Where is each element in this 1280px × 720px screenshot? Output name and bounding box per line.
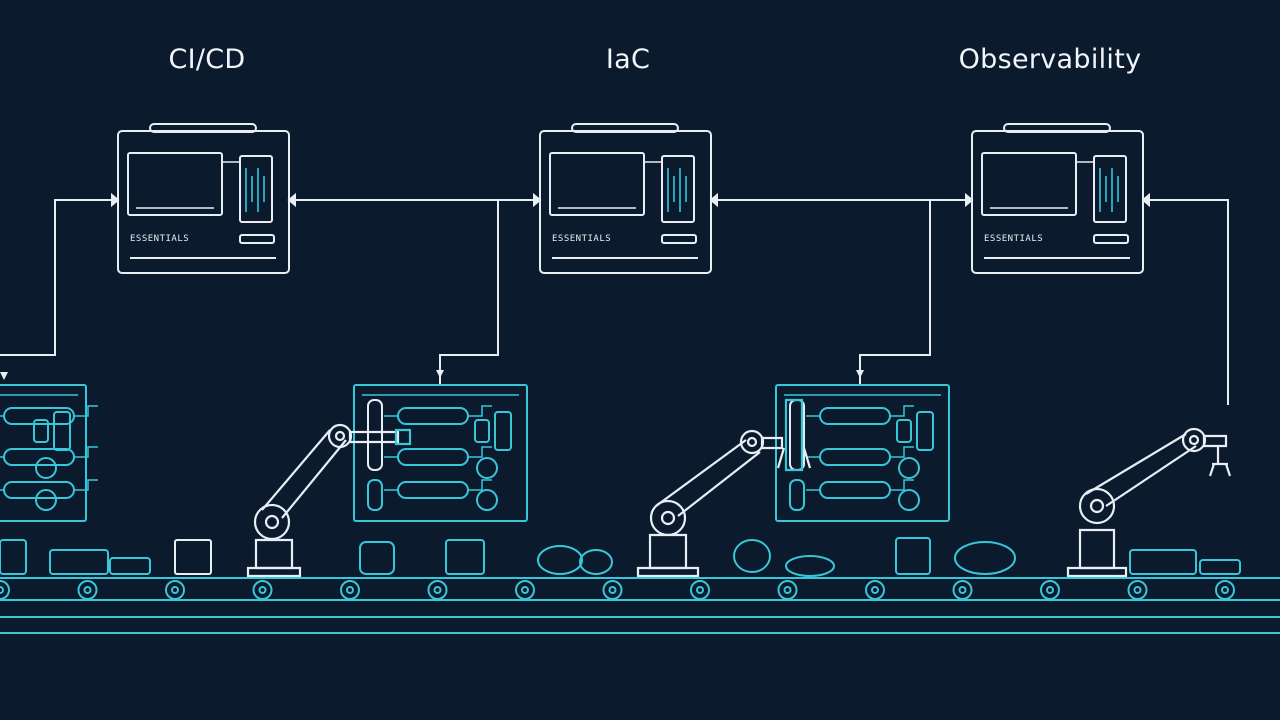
parcel-icon — [0, 539, 27, 575]
parcel-icon — [733, 539, 771, 573]
belt-roller — [952, 580, 973, 600]
monitor-panel-label: ESSENTIALS — [552, 234, 611, 244]
robot-arm-icon — [636, 398, 812, 578]
monitor-icon: ESSENTIALS — [965, 123, 1150, 274]
parcel-icon — [1199, 559, 1241, 575]
parcel-icon — [895, 537, 931, 575]
robot-arm-icon — [246, 423, 412, 578]
belt-roller — [165, 580, 185, 600]
belt-roller — [340, 580, 360, 600]
control-board-icon — [775, 384, 950, 522]
belt-roller — [1040, 580, 1060, 600]
parcel-icon — [1129, 549, 1197, 575]
belt-roller — [515, 580, 535, 600]
parcel-group — [0, 537, 1241, 577]
monitor-panel-label: ESSENTIALS — [130, 234, 189, 244]
parcel-icon — [109, 557, 151, 575]
connector-line — [1143, 199, 1229, 405]
belt-roller — [0, 580, 10, 600]
belt-roller — [252, 580, 273, 600]
connector-arrow-icon — [436, 370, 444, 378]
parcel-icon — [174, 539, 212, 575]
belt-roller — [1127, 580, 1148, 600]
parcel-icon — [49, 549, 109, 575]
connector-arrow-icon — [0, 372, 8, 380]
stage-title-cicd: CI/CD — [168, 44, 246, 75]
belt-roller — [777, 580, 798, 600]
belt-roller — [865, 580, 885, 600]
monitor-icon: ESSENTIALS — [111, 123, 296, 274]
monitor-panel-label: ESSENTIALS — [984, 234, 1043, 244]
connector-arrow-icon — [856, 370, 864, 378]
belt-roller — [427, 580, 448, 600]
connector-lines — [0, 199, 1229, 405]
stage-title-iac: IaC — [605, 44, 651, 75]
roller-group — [0, 580, 1235, 600]
robot-arm-icon — [1066, 427, 1232, 578]
belt-roller — [690, 580, 710, 600]
monitor-icon: ESSENTIALS — [533, 123, 718, 274]
parcel-icon — [785, 555, 835, 577]
connector-line — [859, 200, 931, 385]
monitor-group: ESSENTIALS ESSENTIALS ESSENTIALS — [111, 123, 1150, 274]
belt-roller — [1215, 580, 1235, 600]
control-board-icon — [0, 384, 98, 522]
parcel-icon — [579, 549, 613, 575]
robot-arm-group — [246, 398, 1232, 578]
belt-roller — [602, 580, 623, 600]
parcel-icon — [445, 539, 485, 575]
belt-roller — [77, 580, 98, 600]
control-board-icon — [353, 384, 528, 522]
parcel-icon — [954, 541, 1016, 575]
conveyor-belt-icon — [0, 577, 1280, 634]
connector-line — [0, 199, 118, 356]
connector-line — [439, 200, 499, 385]
stage-title-observability: Observability — [958, 44, 1142, 75]
parcel-icon — [359, 541, 395, 575]
parcel-icon — [537, 545, 583, 575]
control-board-group — [0, 384, 950, 522]
